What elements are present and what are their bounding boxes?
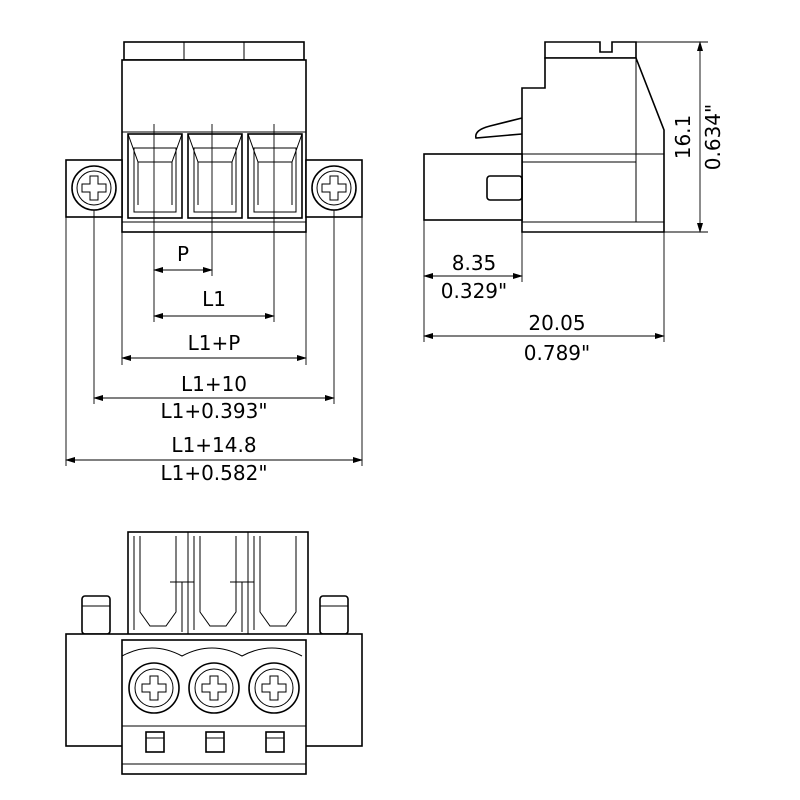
height-mm-label: 16.1 (671, 115, 695, 160)
front-view: P L1 L1+P L1+10 L1+0.393" L1+14.8 L1+0.5… (65, 41, 363, 485)
side-view: 16.1 0.634" 8.35 0.329" 20.05 0.789" (423, 41, 725, 365)
wire-entry-1 (127, 133, 183, 219)
length-mm-label: 20.05 (528, 311, 585, 335)
dim-l1-p-label: L1+P (188, 331, 241, 355)
right-flange (305, 159, 363, 218)
screw-3-icon (248, 662, 300, 714)
left-flange (65, 159, 123, 218)
depth-mm-label: 8.35 (452, 251, 497, 275)
bottom-view (65, 531, 363, 775)
height-in-label: 0.634" (701, 104, 725, 170)
wire-entry-2 (187, 133, 243, 219)
screw-2-icon (188, 662, 240, 714)
test-opening-2 (205, 731, 225, 753)
dim-l1-148-in-label: L1+0.582" (160, 461, 267, 485)
screw-1-icon (128, 662, 180, 714)
test-opening-3 (265, 731, 285, 753)
dim-l1-148-mm-label: L1+14.8 (171, 433, 256, 457)
depth-in-label: 0.329" (441, 279, 507, 303)
wire-entry-3 (247, 133, 303, 219)
dim-l1-label: L1 (202, 287, 226, 311)
left-pin (81, 595, 111, 635)
dim-l1-10-mm-label: L1+10 (181, 372, 247, 396)
dim-pitch-label: P (177, 242, 189, 266)
length-in-label: 0.789" (524, 341, 590, 365)
test-opening-1 (145, 731, 165, 753)
right-pin (319, 595, 349, 635)
dim-l1-10-in-label: L1+0.393" (160, 399, 267, 423)
